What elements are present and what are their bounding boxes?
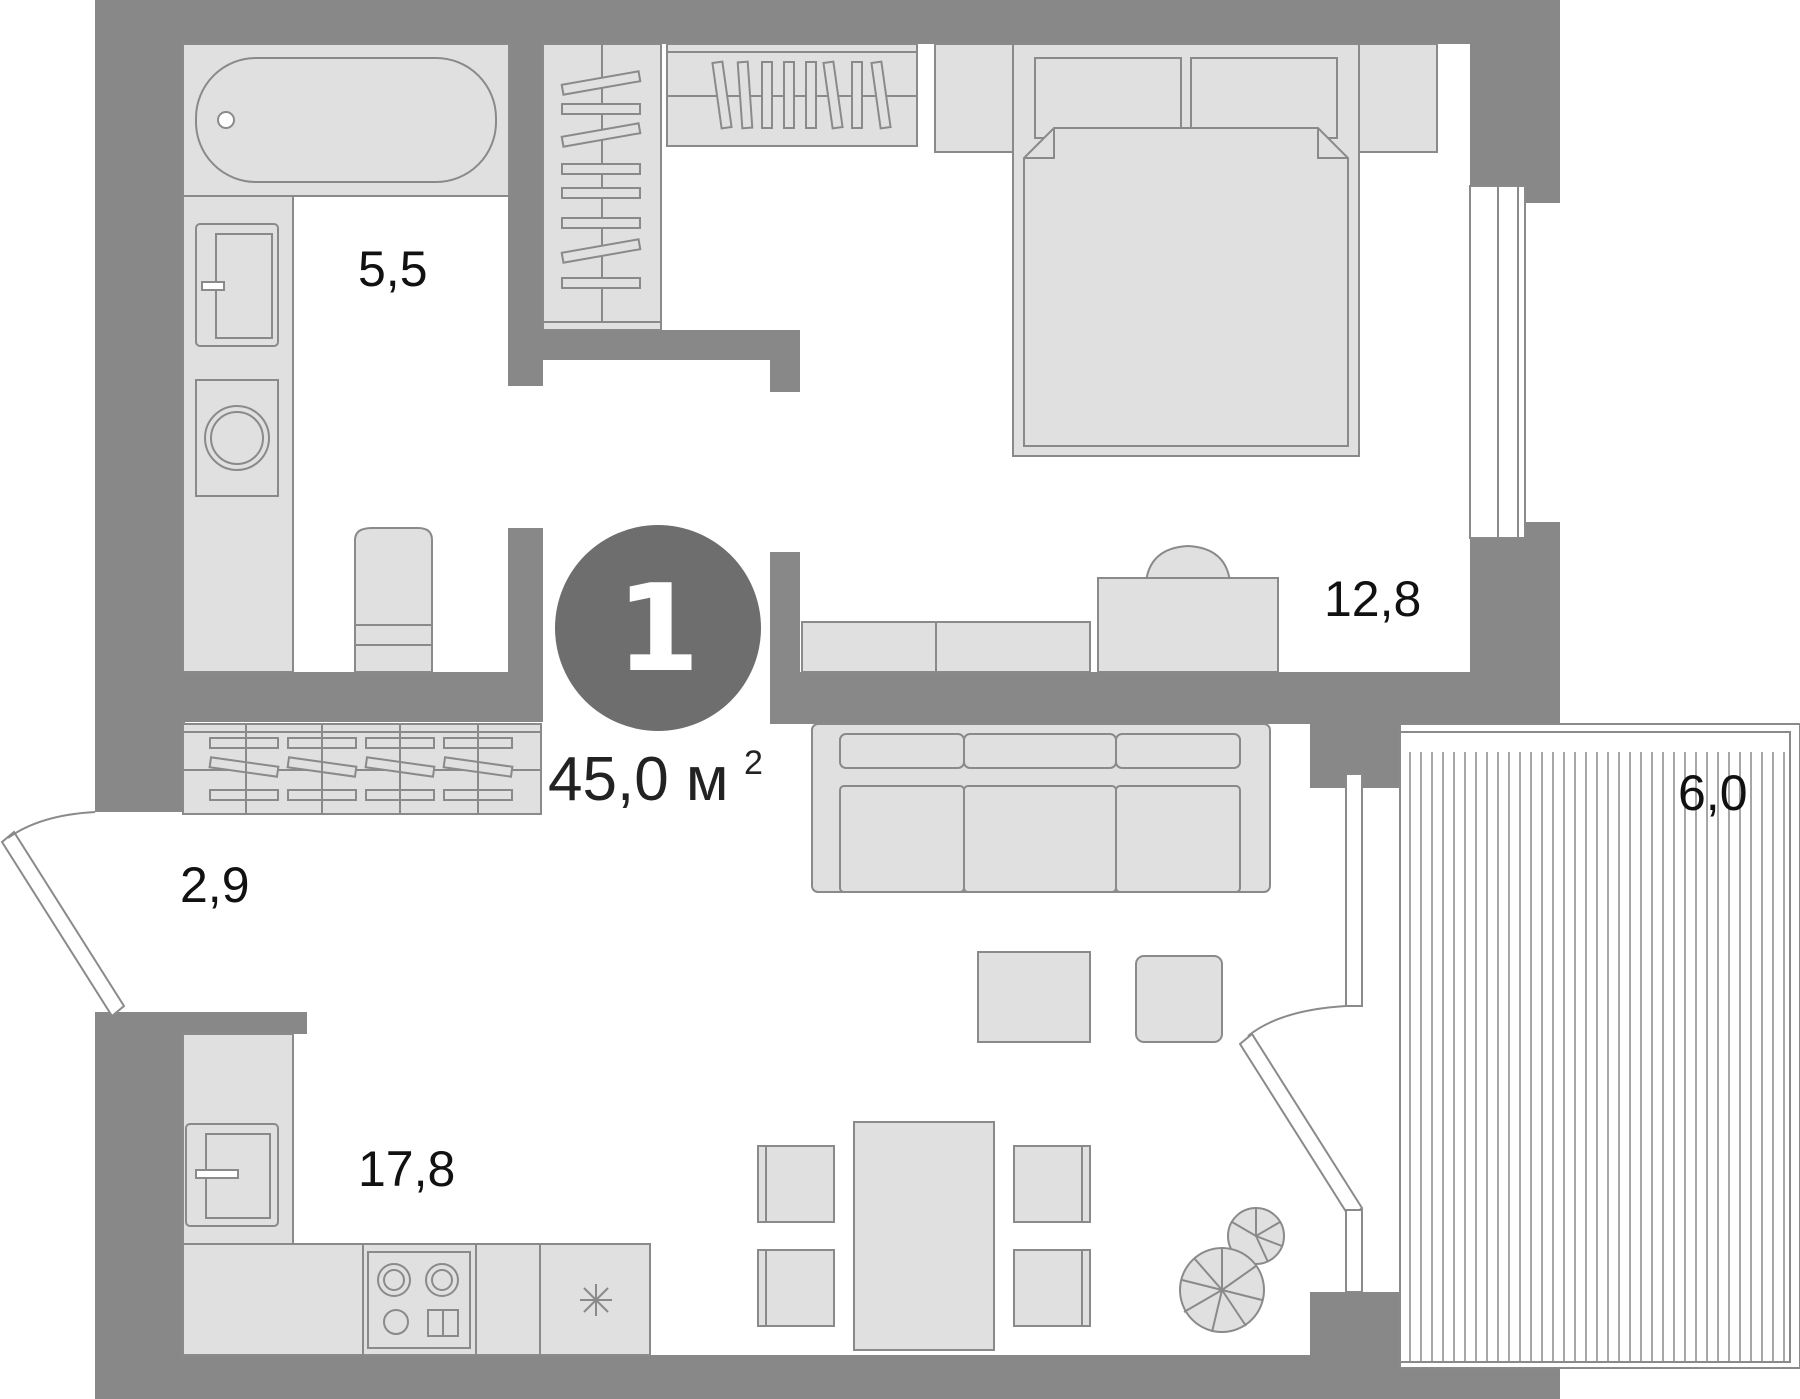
bed <box>934 43 1438 457</box>
pouf <box>1135 955 1223 1043</box>
balcony-door <box>1238 773 1364 1293</box>
sofa <box>811 723 1271 893</box>
bathroom-fixtures <box>182 43 510 673</box>
dining-set <box>757 1121 1091 1351</box>
plant <box>1179 1207 1285 1333</box>
room-area-bathroom: 5,5 <box>358 241 428 297</box>
bedroom-dresser <box>801 544 1279 673</box>
coffee-table <box>977 951 1091 1043</box>
total-area-value: 45,0 м <box>548 745 729 814</box>
hallway-wardrobe <box>182 723 542 815</box>
room-area-hallway: 2,9 <box>180 857 250 913</box>
entrance-door <box>0 811 126 1018</box>
walls <box>95 0 1560 1399</box>
room-area-bedroom: 12,8 <box>1324 571 1421 627</box>
room-area-balcony: 6,0 <box>1678 765 1748 821</box>
room-count: 1 <box>616 560 700 699</box>
total-area: 45,0 м 2 <box>548 744 763 814</box>
wardrobe-top <box>666 43 918 147</box>
room-count-badge: 1 <box>555 525 761 731</box>
room-labels: 5,5 12,8 2,9 17,8 6,0 <box>180 241 1748 1197</box>
kitchen-units <box>182 1033 651 1356</box>
room-area-living-kitchen: 17,8 <box>358 1141 455 1197</box>
total-area-unit-superscript: 2 <box>744 744 763 782</box>
wardrobe-vertical <box>542 43 662 331</box>
windows <box>1469 185 1526 539</box>
balcony <box>1399 723 1800 1369</box>
